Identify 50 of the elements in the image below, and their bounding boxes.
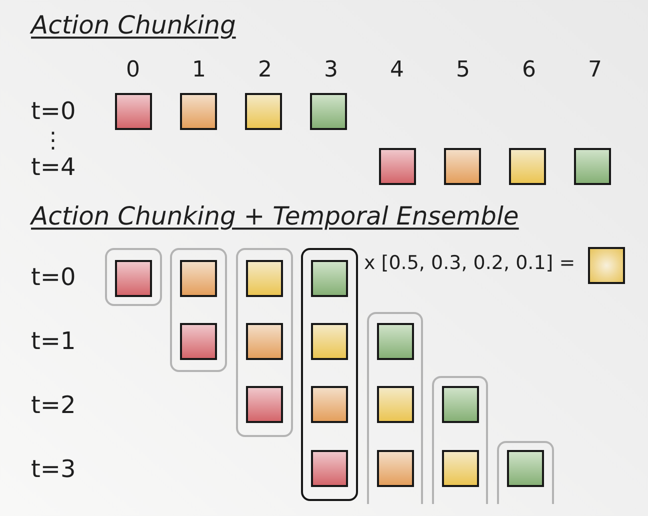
group-outline [432, 376, 488, 504]
column-number: 7 [588, 57, 602, 83]
column-number: 6 [522, 57, 536, 83]
action-block [180, 260, 217, 297]
group-outline [367, 312, 423, 504]
row-label: t=1 [31, 328, 76, 356]
action-block [180, 323, 217, 360]
highlighted-group-outline [301, 248, 358, 501]
action-block [310, 93, 347, 130]
column-number: 0 [126, 57, 140, 83]
group-outline [497, 441, 554, 504]
row-label: t=0 [31, 98, 76, 126]
action-block [377, 450, 414, 487]
action-block [311, 260, 348, 297]
action-block [246, 386, 283, 423]
action-block [115, 93, 152, 130]
group-outline [236, 248, 293, 437]
action-block [442, 386, 479, 423]
action-block [509, 148, 546, 185]
section-heading: Action Chunking + Temporal Ensemble [31, 202, 519, 232]
action-block [444, 148, 481, 185]
action-block [507, 450, 544, 487]
action-block [245, 93, 282, 130]
group-outline [105, 248, 162, 306]
weights-formula: x [0.5, 0.3, 0.2, 0.1] = [364, 253, 576, 275]
column-number: 2 [258, 57, 272, 83]
vertical-ellipsis: ⋮ [42, 128, 64, 154]
action-block [246, 260, 283, 297]
column-number: 5 [456, 57, 470, 83]
action-block [574, 148, 611, 185]
action-block [115, 260, 152, 297]
row-label: t=2 [31, 392, 76, 420]
column-number: 1 [192, 57, 206, 83]
row-label: t=4 [31, 154, 76, 182]
group-outline [170, 248, 227, 372]
action-block [442, 450, 479, 487]
action-block [379, 148, 416, 185]
action-block [311, 450, 348, 487]
action-block [246, 323, 283, 360]
action-block [311, 323, 348, 360]
action-block [377, 323, 414, 360]
averaged-action-block [588, 247, 625, 284]
column-number: 4 [390, 57, 404, 83]
action-block [377, 386, 414, 423]
column-number: 3 [324, 57, 338, 83]
action-block [311, 386, 348, 423]
row-label: t=0 [31, 264, 76, 292]
row-label: t=3 [31, 456, 76, 484]
section-heading: Action Chunking [31, 12, 236, 40]
action-block [180, 93, 217, 130]
